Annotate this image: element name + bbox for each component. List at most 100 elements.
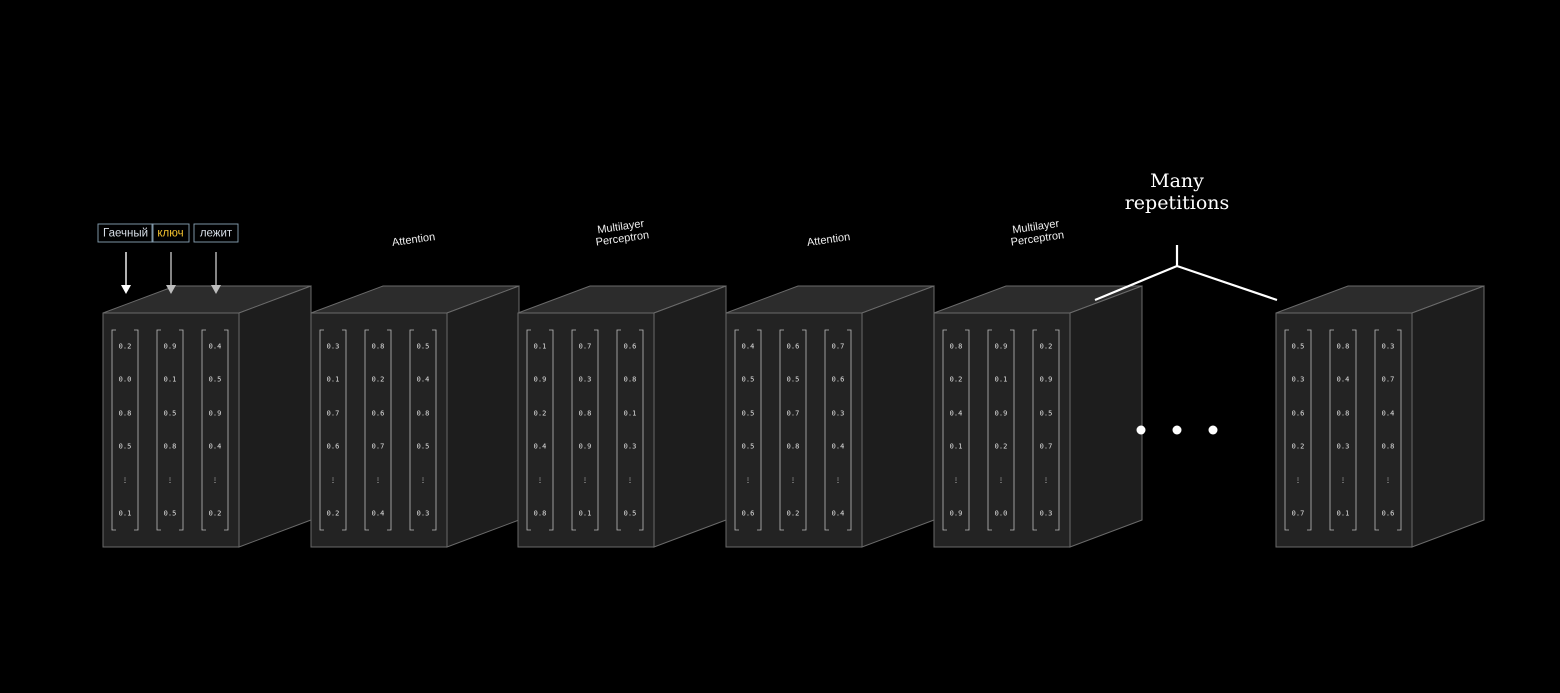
- vector-value: 0.1: [327, 376, 340, 384]
- vector-value: 0.3: [1337, 443, 1350, 451]
- vector-value: 0.2: [787, 510, 800, 518]
- vector-value: 0.5: [164, 410, 177, 418]
- vector-value: ⋮: [790, 477, 797, 485]
- embedding-vector: 0.80.20.60.7⋮0.4: [364, 329, 392, 531]
- vector-value: 0.6: [624, 343, 637, 351]
- left-bracket: [824, 329, 829, 531]
- token-text: ключ: [157, 228, 183, 240]
- right-bracket: [1397, 329, 1402, 531]
- vector-value: 0.5: [742, 410, 755, 418]
- vector-value: ⋮: [745, 477, 752, 485]
- vector-value: 0.3: [417, 510, 430, 518]
- left-bracket: [734, 329, 739, 531]
- vector-value: 0.8: [1337, 343, 1350, 351]
- vector-value: 0.6: [787, 343, 800, 351]
- vector-value: ⋮: [375, 477, 382, 485]
- vector-block: 0.10.90.20.4⋮0.80.70.30.80.9⋮0.10.60.80.…: [517, 285, 727, 548]
- vector-value: ⋮: [1295, 477, 1302, 485]
- block-front-face: [725, 312, 863, 548]
- right-bracket: [342, 329, 347, 531]
- vector-block: 0.20.00.80.5⋮0.10.90.10.50.8⋮0.50.40.50.…: [102, 285, 312, 548]
- left-bracket: [1329, 329, 1334, 531]
- vector-value: 0.7: [1292, 510, 1305, 518]
- vector-value: 0.2: [119, 343, 132, 351]
- vector-value: 0.1: [534, 343, 547, 351]
- embedding-vector: 0.20.90.50.7⋮0.3: [1032, 329, 1060, 531]
- right-bracket: [1010, 329, 1015, 531]
- block-front-face: [517, 312, 655, 548]
- block-front-face: [102, 312, 240, 548]
- vector-value: 0.1: [995, 376, 1008, 384]
- stage-label: MultilayerPerceptron: [593, 217, 650, 248]
- vector-value: 0.8: [119, 410, 132, 418]
- vector-value: 0.3: [327, 343, 340, 351]
- vector-value: ⋮: [835, 477, 842, 485]
- left-bracket: [1284, 329, 1289, 531]
- right-bracket: [1352, 329, 1357, 531]
- vector-value: 0.4: [1382, 410, 1395, 418]
- block-front-face: [933, 312, 1071, 548]
- vector-value: 0.3: [832, 410, 845, 418]
- vector-value: 0.4: [417, 376, 430, 384]
- embedding-vector: 0.40.50.50.5⋮0.6: [734, 329, 762, 531]
- arrow-down-icon: [121, 285, 131, 294]
- vector-value: 0.8: [534, 510, 547, 518]
- vector-value: 0.8: [1337, 410, 1350, 418]
- block-front-face: [310, 312, 448, 548]
- ellipsis-dot: [1208, 425, 1218, 435]
- vector-value: 0.4: [832, 443, 845, 451]
- left-bracket: [526, 329, 531, 531]
- right-bracket: [639, 329, 644, 531]
- vector-value: 0.8: [164, 443, 177, 451]
- vector-value: 0.1: [164, 376, 177, 384]
- right-bracket: [179, 329, 184, 531]
- vector-value: 0.8: [579, 410, 592, 418]
- vector-block: 0.50.30.60.2⋮0.70.80.40.80.3⋮0.10.30.70.…: [1275, 285, 1485, 548]
- vector-value: 0.5: [742, 443, 755, 451]
- ellipsis-dot: [1172, 425, 1182, 435]
- vector-value: 0.4: [372, 510, 385, 518]
- vector-value: 0.5: [787, 376, 800, 384]
- vector-value: 0.6: [832, 376, 845, 384]
- vector-value: 0.4: [1337, 376, 1350, 384]
- vector-value: ⋮: [1340, 477, 1347, 485]
- vector-value: ⋮: [537, 477, 544, 485]
- vector-value: 0.5: [624, 510, 637, 518]
- vector-block: 0.30.10.70.6⋮0.20.80.20.60.7⋮0.40.50.40.…: [310, 285, 520, 548]
- embedding-vector: 0.40.50.90.4⋮0.2: [201, 329, 229, 531]
- vector-value: 0.3: [579, 376, 592, 384]
- vector-value: 0.5: [119, 443, 132, 451]
- vector-value: 0.2: [209, 510, 222, 518]
- embedding-vector: 0.30.10.70.6⋮0.2: [319, 329, 347, 531]
- left-bracket: [364, 329, 369, 531]
- block-side-face: [861, 285, 935, 548]
- vector-value: 0.3: [1040, 510, 1053, 518]
- vector-value: 0.5: [742, 376, 755, 384]
- vector-value: 0.9: [164, 343, 177, 351]
- vector-value: 0.3: [1382, 343, 1395, 351]
- block-side-face: [238, 285, 312, 548]
- vector-value: 0.6: [742, 510, 755, 518]
- left-bracket: [1374, 329, 1379, 531]
- vector-value: 0.6: [327, 443, 340, 451]
- left-bracket: [111, 329, 116, 531]
- vector-value: 0.3: [1292, 376, 1305, 384]
- vector-value: 0.5: [209, 376, 222, 384]
- left-bracket: [987, 329, 992, 531]
- vector-value: 0.2: [534, 410, 547, 418]
- vector-value: 0.7: [327, 410, 340, 418]
- vector-value: 0.8: [417, 410, 430, 418]
- vector-value: 0.4: [209, 443, 222, 451]
- vector-value: 0.7: [579, 343, 592, 351]
- embedding-vector: 0.70.60.30.4⋮0.4: [824, 329, 852, 531]
- block-side-face: [653, 285, 727, 548]
- vector-value: 0.9: [579, 443, 592, 451]
- right-bracket: [965, 329, 970, 531]
- vector-value: 0.8: [950, 343, 963, 351]
- vector-value: ⋮: [167, 477, 174, 485]
- arrow-down-icon: [166, 285, 176, 294]
- vector-value: ⋮: [953, 477, 960, 485]
- right-bracket: [1055, 329, 1060, 531]
